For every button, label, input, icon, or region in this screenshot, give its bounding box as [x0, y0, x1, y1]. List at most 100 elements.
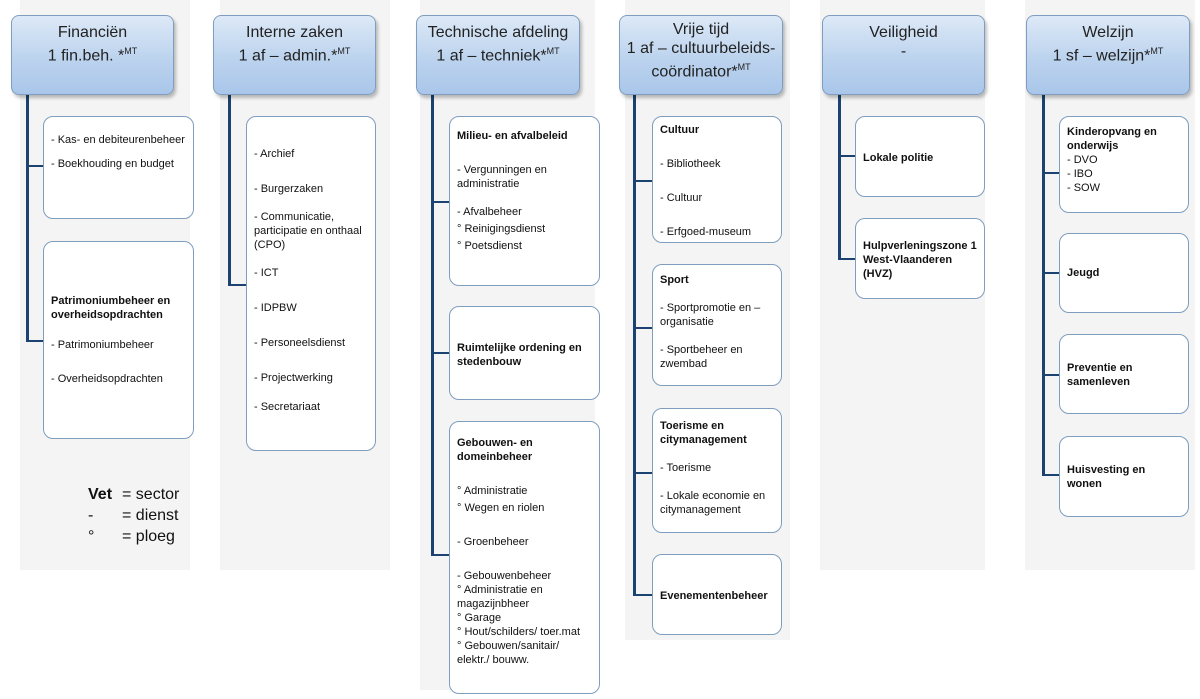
- box-toerisme: Toerisme en citymanagement - Toerisme - …: [652, 408, 782, 533]
- header-mt: MT: [737, 62, 751, 72]
- sector-title: Milieu- en afvalbeleid: [457, 130, 568, 142]
- legend-symbol: °: [88, 528, 95, 545]
- item: - Communicatie, participatie en onthaal …: [254, 211, 362, 251]
- header-mt: MT: [546, 46, 560, 56]
- connector-line: [1042, 374, 1059, 376]
- header-veiligheid: Veiligheid -: [822, 15, 985, 95]
- header-title: Vrije tijd: [672, 21, 730, 38]
- sector-title: Cultuur: [660, 124, 700, 136]
- item: - Cultuur: [660, 192, 703, 204]
- header-mt: MT: [124, 46, 138, 56]
- item: - Burgerzaken: [254, 183, 324, 195]
- connector-line: [431, 352, 449, 354]
- sector-title: Ruimtelijke ordening en stedenbouw: [457, 342, 582, 368]
- box-huisvesting-wonen: Huisvesting en wonen: [1059, 436, 1189, 517]
- box-preventie-samenleven: Preventie en samenleven: [1059, 334, 1189, 414]
- connector-line: [431, 554, 449, 556]
- connector-line: [1042, 172, 1059, 174]
- item: - Boekhouding en budget: [51, 158, 174, 170]
- item: - Bibliotheek: [660, 158, 721, 170]
- legend-text: = ploeg: [122, 528, 175, 545]
- item: - DVO: [1067, 154, 1098, 166]
- item: - Projectwerking: [254, 372, 333, 384]
- item: ° Reinigingsdienst: [457, 223, 546, 235]
- item: - Lokale economie en citymanagement: [660, 490, 766, 516]
- connector-line: [26, 94, 29, 342]
- item: - Personeelsdienst: [254, 337, 346, 349]
- sector-title: Sport: [660, 274, 689, 286]
- item: - ICT: [254, 267, 279, 279]
- item: - Afvalbeheer: [457, 206, 522, 218]
- connector-line: [838, 94, 841, 260]
- connector-line: [633, 472, 652, 474]
- connector-line: [1042, 272, 1059, 274]
- header-subtitle: 1 af – cultuurbeleids-: [626, 40, 776, 57]
- item: - SOW: [1067, 182, 1100, 194]
- box-gebouwen-domeinbeheer: Gebouwen- en domeinbeheer ° Administrati…: [449, 421, 600, 694]
- box-evenementenbeheer: Evenementenbeheer: [652, 554, 782, 635]
- connector-line: [26, 340, 43, 342]
- sector-title: Preventie en samenleven: [1067, 362, 1133, 388]
- legend-text: = dienst: [122, 507, 179, 524]
- item: ° Garage: [457, 612, 502, 624]
- item: - Kas- en debiteurenbeheer: [51, 134, 185, 146]
- connector-line: [633, 594, 652, 596]
- connector-line: [228, 94, 231, 286]
- connector-line: [633, 327, 652, 329]
- sector-title: Lokale politie: [863, 152, 934, 164]
- sector-title: Patrimoniumbeheer en overheidsopdrachten: [51, 295, 171, 321]
- connector-line: [633, 180, 652, 182]
- sector-title: Toerisme en citymanagement: [660, 420, 747, 446]
- connector-line: [838, 258, 855, 260]
- header-welzijn: Welzijn 1 sf – welzijn*MT: [1026, 15, 1190, 95]
- sector-title: Kinderopvang en onderwijs: [1067, 126, 1157, 152]
- box-ruimtelijke-ordening: Ruimtelijke ordening en stedenbouw: [449, 306, 600, 400]
- connector-line: [228, 284, 246, 286]
- item: ° Administratie: [457, 485, 528, 497]
- box-patrimoniumbeheer: Patrimoniumbeheer en overheidsopdrachten…: [43, 241, 194, 439]
- item: - Vergunningen en administratie: [457, 164, 547, 190]
- sector-title: Hulpverleningszone 1 West-Vlaanderen (HV…: [863, 240, 977, 280]
- box-hulpverleningszone: Hulpverleningszone 1 West-Vlaanderen (HV…: [855, 218, 985, 299]
- header-interne-zaken: Interne zaken 1 af – admin.*MT: [213, 15, 376, 95]
- item: - Archief: [254, 148, 295, 160]
- legend-row: - = dienst: [88, 505, 179, 526]
- header-subtitle: -: [900, 43, 907, 60]
- sector-title: Evenementenbeheer: [660, 590, 768, 602]
- box-kinderopvang-onderwijs: Kinderopvang en onderwijs - DVO - IBO - …: [1059, 116, 1189, 213]
- connector-line: [431, 94, 434, 556]
- sector-title: Gebouwen- en domeinbeheer: [457, 437, 533, 463]
- legend-symbol: Vet: [88, 486, 113, 503]
- connector-line: [1042, 474, 1059, 476]
- header-subtitle: 1 af – techniek*: [436, 47, 547, 65]
- item: - Gebouwenbeheer: [457, 570, 552, 582]
- box-jeugd: Jeugd: [1059, 233, 1189, 313]
- box-lokale-politie: Lokale politie: [855, 116, 985, 197]
- header-subtitle: 1 af – admin.*: [238, 47, 338, 65]
- item: - Secretariaat: [254, 401, 321, 413]
- item: - Overheidsopdrachten: [51, 373, 163, 385]
- item: - Patrimoniumbeheer: [51, 339, 154, 351]
- header-mt: MT: [337, 46, 351, 56]
- header-financien: Financiën 1 fin.beh. *MT: [11, 15, 174, 95]
- box-sport: Sport - Sportpromotie en – organisatie -…: [652, 264, 782, 386]
- header-title: Veiligheid: [869, 24, 938, 41]
- header-title: Welzijn: [1082, 24, 1134, 41]
- header-title: Interne zaken: [246, 24, 343, 41]
- legend: Vet = sector - = dienst ° = ploeg: [88, 484, 179, 547]
- connector-line: [1042, 94, 1045, 476]
- item: ° Wegen en riolen: [457, 502, 545, 514]
- header-title: Technische afdeling: [427, 24, 569, 41]
- header-mt: MT: [1150, 46, 1164, 56]
- header-technische-afdeling: Technische afdeling 1 af – techniek*MT: [416, 15, 580, 95]
- item: ° Poetsdienst: [457, 240, 522, 252]
- header-subtitle: 1 sf – welzijn*: [1052, 47, 1151, 65]
- box-milieu-afvalbeleid: Milieu- en afvalbeleid - Vergunningen en…: [449, 116, 600, 286]
- header-vrije-tijd: Vrije tijd 1 af – cultuurbeleids- coördi…: [619, 15, 783, 95]
- item: - IDPBW: [254, 302, 297, 314]
- header-subtitle: 1 fin.beh. *: [47, 47, 125, 65]
- item: ° Gebouwen/sanitair/ elektr./ bouww.: [457, 640, 560, 666]
- header-title: Financiën: [57, 24, 128, 41]
- item: - Sportpromotie en – organisatie: [660, 302, 761, 328]
- connector-line: [431, 201, 449, 203]
